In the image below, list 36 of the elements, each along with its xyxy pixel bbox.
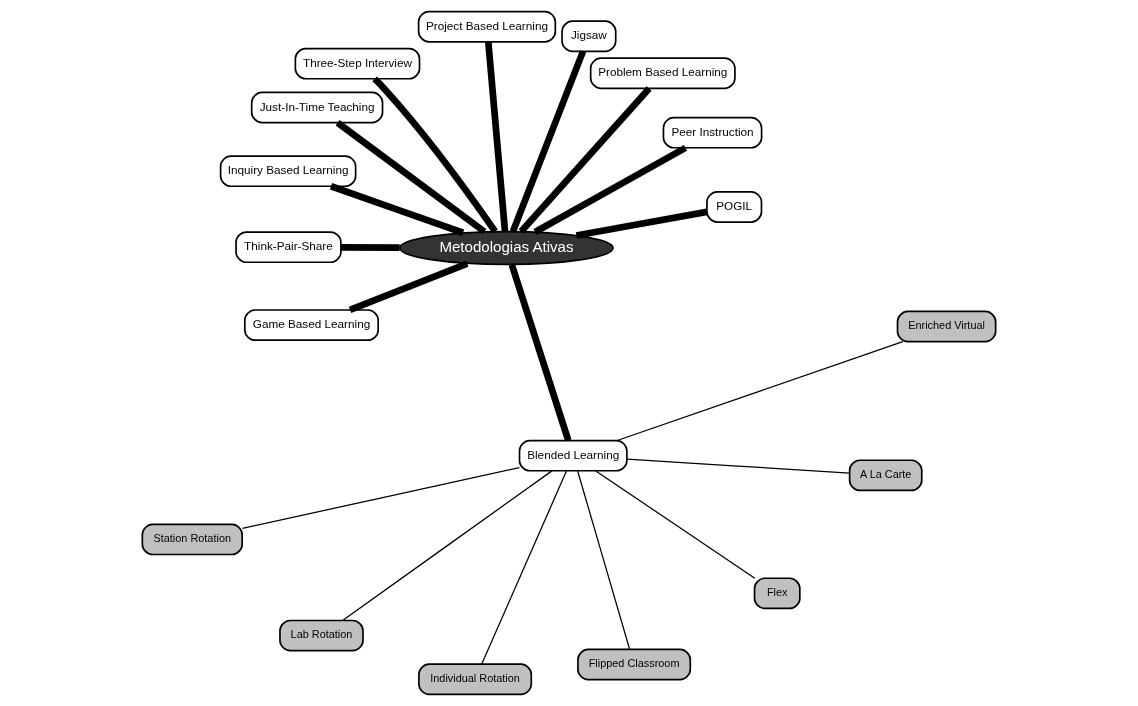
node-box: Peer Instruction [662,116,763,149]
node-box: Project Based Learning [417,10,557,43]
node-box: Jigsaw [561,20,617,53]
node-box: Enriched Virtual [896,310,997,343]
connector [616,341,904,442]
connector [329,183,465,236]
connector [508,263,572,442]
connector [241,466,521,530]
connector [626,458,851,474]
node-box: Lab Rotation [279,619,364,652]
connector [348,260,469,313]
node-box: Flex [753,577,801,610]
connector [481,470,568,665]
node-box: POGIL [706,191,763,223]
connector [577,470,631,651]
node-box: A La Carte [848,459,923,492]
node-box: Just-In-Time Teaching [250,91,384,124]
connector [341,244,400,251]
connector [575,208,708,239]
connector [509,50,587,233]
connector [335,120,487,235]
node-box: Three-Step Interview [294,47,421,80]
node-box: Inquiry Based Learning [219,155,357,188]
connector [484,41,509,232]
node-box: Game Based Learning [243,309,379,342]
connector [533,144,688,235]
node-box: Station Rotation [141,523,243,556]
node-box: Blended Learning [518,439,628,472]
node-ellipse: Metodologias Ativas [399,230,614,266]
node-box: Flipped Classroom [577,648,692,681]
node-box: Problem Based Learning [589,57,736,90]
node-box: Individual Rotation [418,663,533,696]
connector [518,86,652,234]
connector [595,470,756,579]
connector [342,470,553,621]
node-box: Think-Pair-Share [235,231,342,264]
